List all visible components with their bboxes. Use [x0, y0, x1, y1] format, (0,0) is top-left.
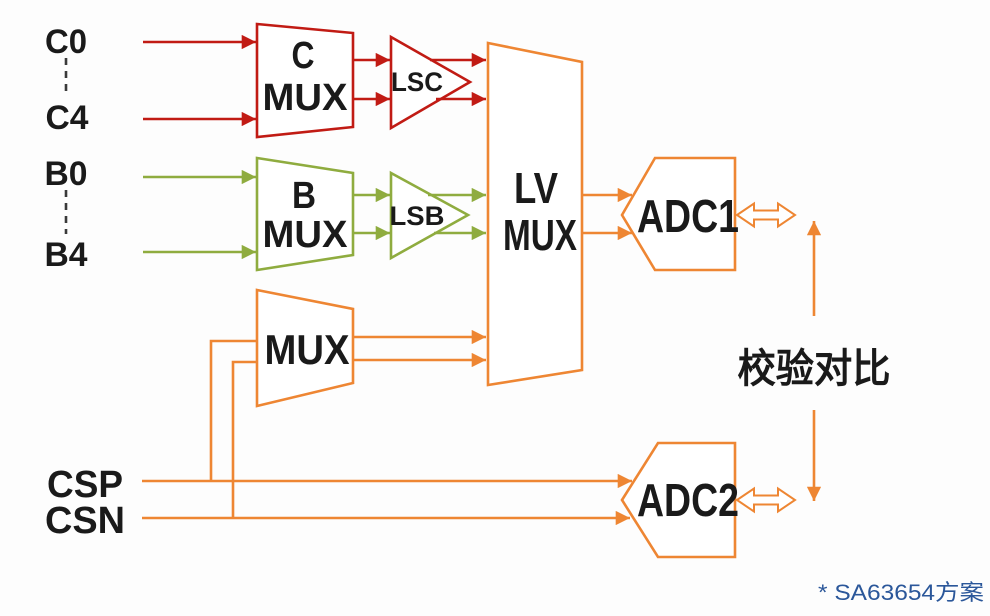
- c-mux-label-line1: C: [292, 35, 315, 77]
- compare-label: 校验对比: [738, 347, 891, 391]
- lv-mux-label-line2: MUX: [503, 211, 577, 260]
- adc2-label: ADC2: [637, 474, 739, 526]
- adc1-shape: [620, 156, 737, 272]
- adc1-data-double-arrow: [735, 201, 797, 229]
- adc2-shape: [620, 441, 737, 559]
- input-label-csn: CSN: [45, 500, 125, 542]
- lv-mux-shape: [486, 41, 584, 387]
- adc1-label: ADC1: [637, 190, 739, 242]
- b-mux-shape: [255, 156, 355, 272]
- net-csn-to-midmux: [231, 360, 256, 518]
- b-mux-label-line1: B: [292, 175, 316, 217]
- adc2-data-double-arrow: [735, 486, 797, 514]
- c-mux-shape: [255, 22, 355, 139]
- lv-mux-label-line1: LV: [514, 164, 559, 213]
- lsc-label: LSC: [391, 67, 443, 97]
- input-label-csp: CSP: [47, 464, 123, 506]
- b-mux-label-line2: MUX: [263, 214, 349, 256]
- mid-mux-shape: [255, 288, 355, 408]
- net-csp-to-midmux: [209, 339, 256, 481]
- mid-mux-label: MUX: [265, 326, 350, 373]
- footnote-text: * SA63654方案: [818, 580, 984, 605]
- lsb-label: LSB: [390, 201, 445, 231]
- input-label-c0: C0: [45, 23, 87, 61]
- input-label-c4: C4: [46, 99, 89, 137]
- input-label-b4: B4: [45, 236, 88, 274]
- input-label-b0: B0: [45, 155, 88, 193]
- c-mux-label-line2: MUX: [263, 77, 349, 119]
